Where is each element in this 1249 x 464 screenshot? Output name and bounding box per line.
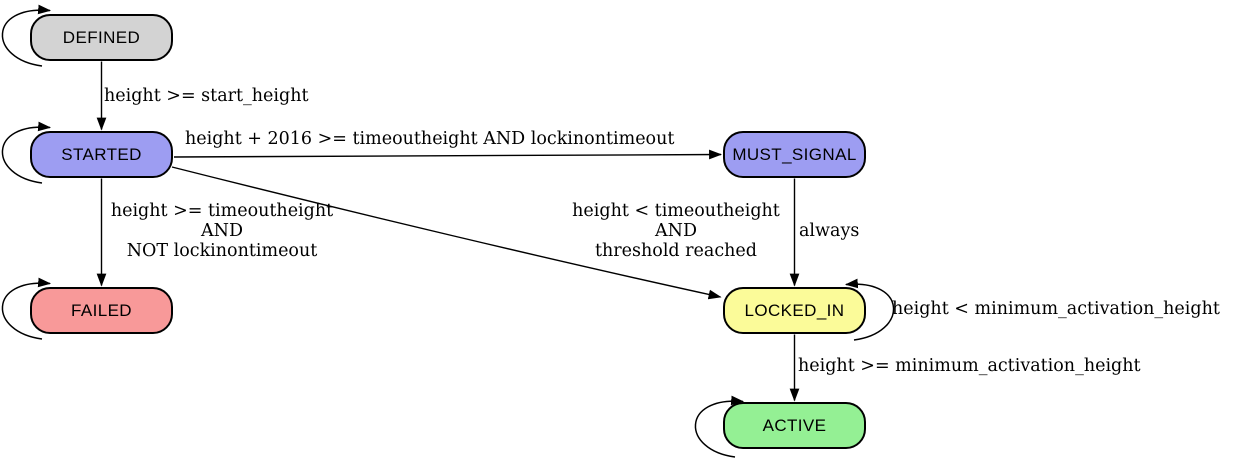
edge-label-started-to-locked-in: height < timeoutheight AND threshold rea…: [572, 201, 780, 261]
state-node-started: STARTED: [30, 131, 173, 178]
edge-label-defined-to-started: height >= start_height: [104, 86, 309, 106]
self-loop-defined: [1, 4, 52, 67]
self-loop-active: [694, 395, 745, 458]
edge-label-line: AND: [201, 221, 243, 241]
edge-label-line: height >= timeoutheight: [110, 201, 334, 221]
edge-label-line: NOT lockinontimeout: [126, 241, 318, 261]
edge-label-line: AND: [655, 221, 697, 241]
state-node-failed: FAILED: [30, 287, 173, 334]
state-label-locked-in: LOCKED_IN: [744, 300, 845, 320]
state-label-started: STARTED: [61, 144, 142, 164]
edge-started-to-locked-in: [171, 166, 722, 300]
state-node-locked-in: LOCKED_IN: [723, 287, 866, 334]
self-loop-failed: [1, 277, 52, 340]
edge-label-line: threshold reached: [595, 241, 757, 261]
state-label-must-signal: MUST_SIGNAL: [732, 144, 857, 164]
edge-label-locked-in-self-loop: height < minimum_activation_height: [892, 299, 1220, 319]
edge-label-started-to-failed: height >= timeoutheight AND NOT lockinon…: [111, 201, 333, 261]
edge-label-line: height < timeoutheight: [572, 201, 780, 221]
edge-started-to-must-signal: [173, 149, 723, 160]
edge-label-must-signal-to-locked-in: always: [799, 221, 860, 241]
state-label-failed: FAILED: [71, 300, 132, 320]
state-node-must-signal: MUST_SIGNAL: [723, 131, 866, 178]
state-node-active: ACTIVE: [723, 402, 866, 449]
self-loop-started: [1, 121, 52, 184]
state-label-active: ACTIVE: [762, 415, 827, 435]
self-loop-locked-in: [844, 278, 895, 341]
edge-label-locked-in-to-active: height >= minimum_activation_height: [798, 356, 1141, 376]
state-node-defined: DEFINED: [30, 14, 173, 61]
edge-label-started-to-must-signal: height + 2016 >= timeoutheight AND locki…: [185, 129, 675, 149]
state-label-defined: DEFINED: [62, 27, 141, 47]
